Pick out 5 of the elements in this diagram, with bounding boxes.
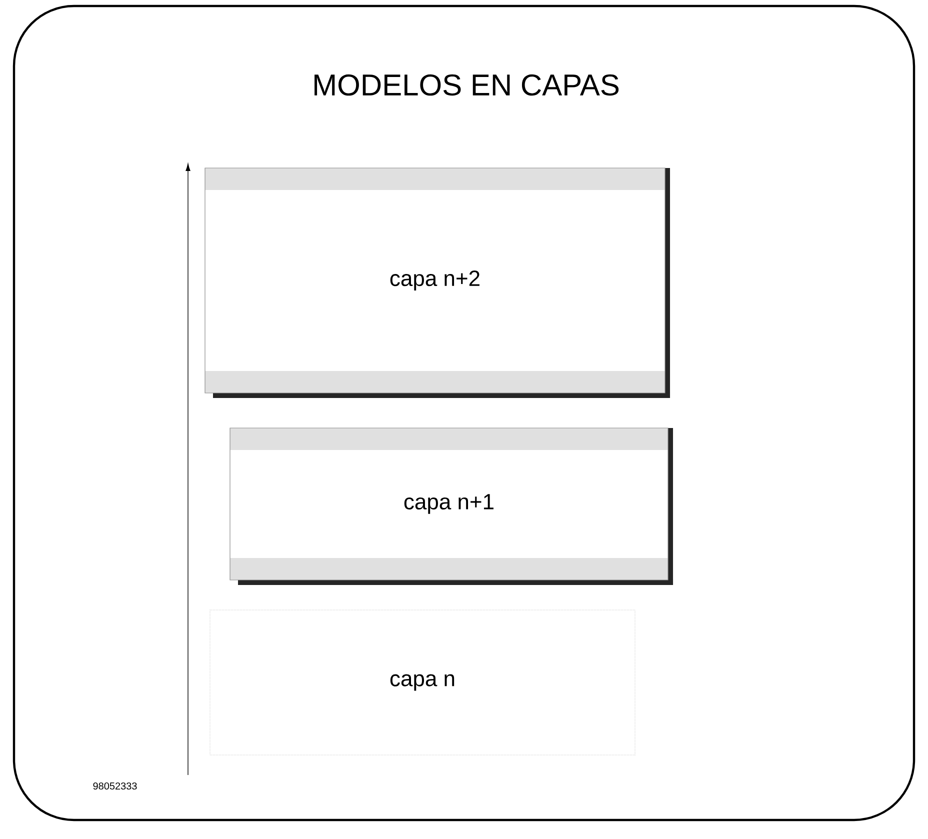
title: MODELOS EN CAPAS [314, 74, 619, 96]
layer-box: capa n+1 [230, 428, 673, 585]
layer-box: capa n [210, 610, 636, 756]
document-number: 98052333 [93, 782, 137, 790]
layer-box: capa n+2 [204, 168, 670, 398]
